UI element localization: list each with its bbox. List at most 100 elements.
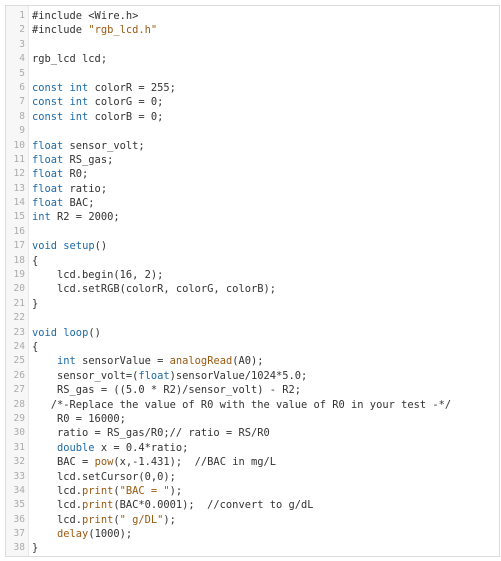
line-number: 26 xyxy=(13,369,25,381)
line-number: 13 xyxy=(13,182,25,194)
line-number: 5 xyxy=(19,67,25,79)
code-text: #include <Wire.h> xyxy=(32,9,138,23)
code-token: R2 = 2000; xyxy=(50,211,120,224)
code-text: RS_gas = ((5.0 * R2)/sensor_volt) - R2; xyxy=(32,383,301,397)
line-number: 19 xyxy=(13,269,25,281)
code-text: lcd.print(BAC*0.0001); //convert to g/dL xyxy=(32,498,314,512)
code-text: BAC = pow(x,-1.431); //BAC in mg/L xyxy=(32,455,276,469)
line-number: 36 xyxy=(13,513,25,525)
line-number: 9 xyxy=(19,125,25,137)
line-number: 22 xyxy=(13,312,25,324)
code-text: R0 = 16000; xyxy=(32,412,126,426)
code-text: const int colorR = 255; xyxy=(32,81,176,95)
code-text: sensor_volt=(float)sensorValue/1024*5.0; xyxy=(32,369,307,383)
code-text: delay(1000); xyxy=(32,527,132,541)
code-text: { xyxy=(32,254,38,268)
code-text: lcd.print(" g/DL"); xyxy=(32,513,176,527)
code-text: lcd.setRGB(colorR, colorG, colorB); xyxy=(32,282,276,296)
code-token: } xyxy=(32,297,39,310)
code-token: (1000); xyxy=(88,528,133,541)
code-token: ( xyxy=(113,484,120,497)
code-literal: "BAC = " xyxy=(119,484,170,497)
code-token: ratio; xyxy=(63,182,108,195)
code-token xyxy=(32,355,57,367)
code-text: /*-Replace the value of R0 with the valu… xyxy=(32,398,451,412)
line-number: 18 xyxy=(13,254,25,266)
code-token: lcd. xyxy=(32,513,83,526)
code-token: lcd. xyxy=(32,499,83,512)
code-text: float ratio; xyxy=(32,182,107,196)
code-keyword: int xyxy=(69,96,89,109)
code-line: 9 xyxy=(6,124,499,138)
code-text: int R2 = 2000; xyxy=(32,210,120,224)
code-token: (A0); xyxy=(232,355,264,368)
code-line: 3 xyxy=(6,38,499,52)
line-number: 11 xyxy=(13,153,25,165)
line-number: 4 xyxy=(19,53,25,65)
code-token xyxy=(32,528,57,540)
line-number: 31 xyxy=(13,441,25,453)
code-token: sensor_volt=( xyxy=(32,369,139,382)
line-number: 2 xyxy=(19,24,25,36)
code-token: { xyxy=(32,254,39,267)
code-text: lcd.setCursor(0,0); xyxy=(32,470,176,484)
code-keyword: const xyxy=(32,81,64,94)
code-text: } xyxy=(32,541,38,555)
code-keyword: int xyxy=(69,110,89,123)
code-token: ); xyxy=(163,513,176,526)
code-line: 5 xyxy=(6,67,499,81)
code-line: 27 RS_gas = ((5.0 * R2)/sensor_volt) - R… xyxy=(6,383,499,397)
line-number: 33 xyxy=(13,470,25,482)
code-literal: pow xyxy=(94,456,114,469)
code-token: R0; xyxy=(63,168,89,181)
code-lines: 1#include <Wire.h>2#include "rgb_lcd.h"3… xyxy=(6,9,499,556)
code-token: colorR = 255; xyxy=(88,81,176,94)
code-keyword: float xyxy=(32,153,64,166)
line-number: 35 xyxy=(13,499,25,511)
line-number: 27 xyxy=(13,384,25,396)
code-line: 11 float RS_gas; xyxy=(6,153,499,167)
code-keyword: void xyxy=(32,326,58,339)
code-literal: "rgb_lcd.h" xyxy=(88,24,158,37)
code-literal: " g/DL" xyxy=(119,513,164,526)
code-line: 31 double x = 0.4*ratio; xyxy=(6,441,499,455)
code-line: 26 sensor_volt=(float)sensorValue/1024*5… xyxy=(6,369,499,383)
code-token: sensorValue = xyxy=(75,355,170,368)
code-text: rgb_lcd lcd; xyxy=(32,52,107,66)
code-line: 4 rgb_lcd lcd; xyxy=(6,52,499,66)
code-token: lcd.setRGB(colorR, colorG, colorB); xyxy=(32,283,276,296)
code-line: 25 int sensorValue = analogRead(A0); xyxy=(6,354,499,368)
line-number: 7 xyxy=(19,96,25,108)
code-keyword: setup xyxy=(63,240,95,253)
code-text: int sensorValue = analogRead(A0); xyxy=(32,354,264,368)
code-literal: print xyxy=(82,513,114,526)
code-text: ratio = RS_gas/R0;// ratio = RS/R0 xyxy=(32,426,270,440)
code-keyword: float xyxy=(32,197,64,210)
line-number: 30 xyxy=(13,427,25,439)
code-text: double x = 0.4*ratio; xyxy=(32,441,188,455)
code-line: 21} xyxy=(6,297,499,311)
code-token: /*-Replace the value of R0 with the valu… xyxy=(32,398,452,411)
code-token: (BAC*0.0001); //convert to g/dL xyxy=(113,499,314,512)
code-line: 33 lcd.setCursor(0,0); xyxy=(6,470,499,484)
code-token: ); xyxy=(169,484,183,497)
code-line: 29 R0 = 16000; xyxy=(6,412,499,426)
line-number: 14 xyxy=(13,197,25,209)
code-token: rgb_lcd lcd; xyxy=(32,53,108,66)
line-number: 23 xyxy=(13,326,25,338)
code-text: float BAC; xyxy=(32,196,95,210)
code-literal: delay xyxy=(57,528,89,541)
code-text: { xyxy=(32,340,38,354)
code-token: RS_gas; xyxy=(63,153,114,166)
code-token: )sensorValue/1024*5.0; xyxy=(169,369,308,382)
code-line: 37 delay(1000); xyxy=(6,527,499,541)
line-number: 20 xyxy=(13,283,25,295)
code-token: } xyxy=(32,542,39,555)
code-literal: analogRead xyxy=(169,355,233,368)
line-number: 16 xyxy=(13,225,25,237)
code-keyword: loop xyxy=(63,326,89,339)
code-keyword: int xyxy=(32,211,51,224)
